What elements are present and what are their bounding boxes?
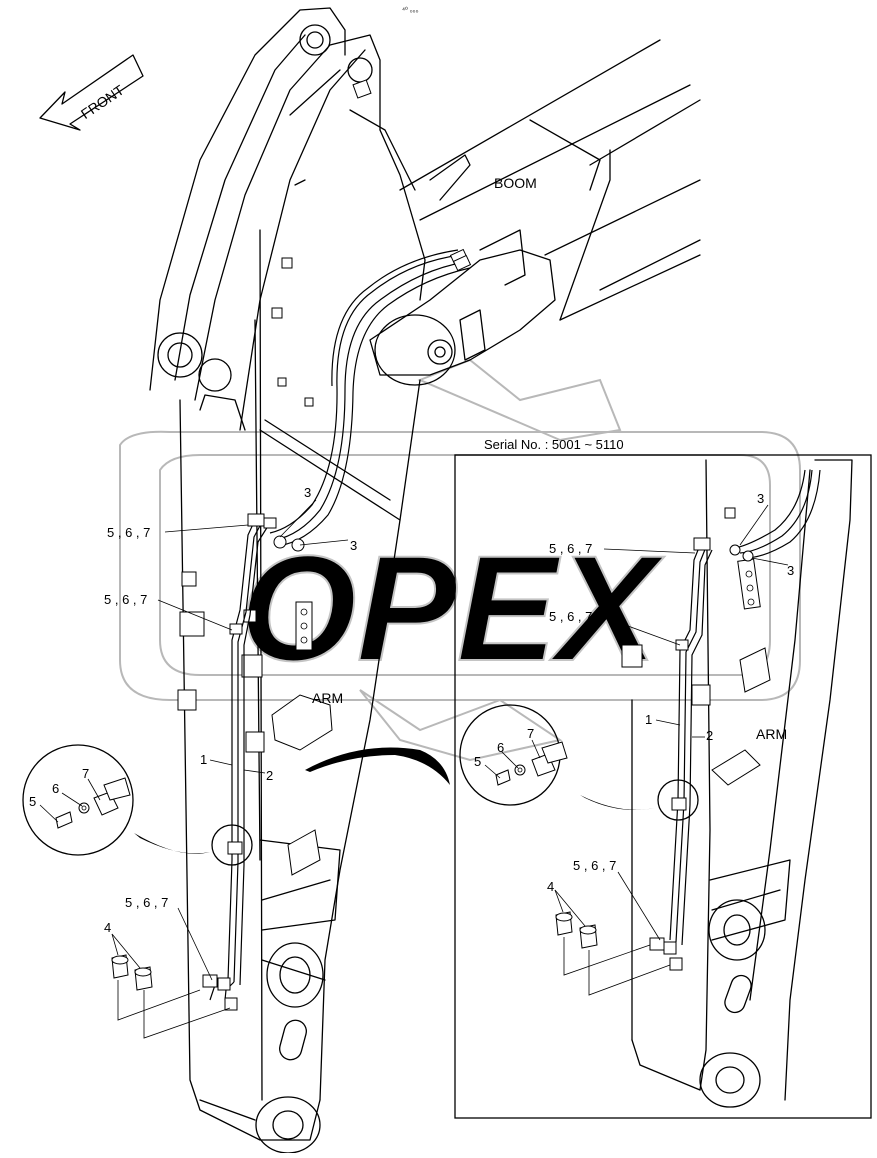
inset-panel: Serial No. : 5001 ~ 5110: [454, 437, 872, 1119]
callout-5-6-7: 5 , 6 , 7: [125, 895, 168, 910]
callout-5-6-7: 5 , 6 , 7: [107, 525, 150, 540]
sheet-code: ⁴⁰ ₀₀₀: [402, 6, 419, 14]
callout-7: 7: [527, 726, 534, 741]
boom: BOOM: [149, 7, 701, 431]
arm-label: ARM: [312, 690, 343, 706]
callout-4: 4: [547, 879, 554, 894]
hoses-main: [111, 248, 472, 1039]
arm-main: ARM: [177, 229, 421, 1154]
callout-5: 5: [474, 754, 481, 769]
callout-5-6-7: 5 , 6 , 7: [549, 541, 592, 556]
callout-2: 2: [706, 728, 713, 743]
callout-5-6-7: 5 , 6 , 7: [573, 858, 616, 873]
callout-3: 3: [757, 491, 764, 506]
callout-3: 3: [350, 538, 357, 553]
callout-2: 2: [266, 768, 273, 783]
detail-leader-curve: [305, 747, 450, 785]
front-arrow: FRONT: [39, 54, 144, 131]
callout-4: 4: [104, 920, 111, 935]
callout-6: 6: [497, 740, 504, 755]
boom-label: BOOM: [494, 175, 537, 191]
callout-5: 5: [29, 794, 36, 809]
callout-3: 3: [304, 485, 311, 500]
detail-circle-main: [22, 744, 253, 866]
arm-label-inset: ARM: [756, 726, 787, 742]
callout-6: 6: [52, 781, 59, 796]
callout-1: 1: [200, 752, 207, 767]
callout-7: 7: [82, 766, 89, 781]
callout-3: 3: [787, 563, 794, 578]
inset-serial-title: Serial No. : 5001 ~ 5110: [484, 437, 624, 452]
callout-1: 1: [645, 712, 652, 727]
callout-5-6-7: 5 , 6 , 7: [549, 609, 592, 624]
main-callouts: 3 3 5 , 6 , 7 5 , 6 , 7 1 2 5 , 6 , 7 4 …: [29, 485, 357, 981]
callout-5-6-7: 5 , 6 , 7: [104, 592, 147, 607]
